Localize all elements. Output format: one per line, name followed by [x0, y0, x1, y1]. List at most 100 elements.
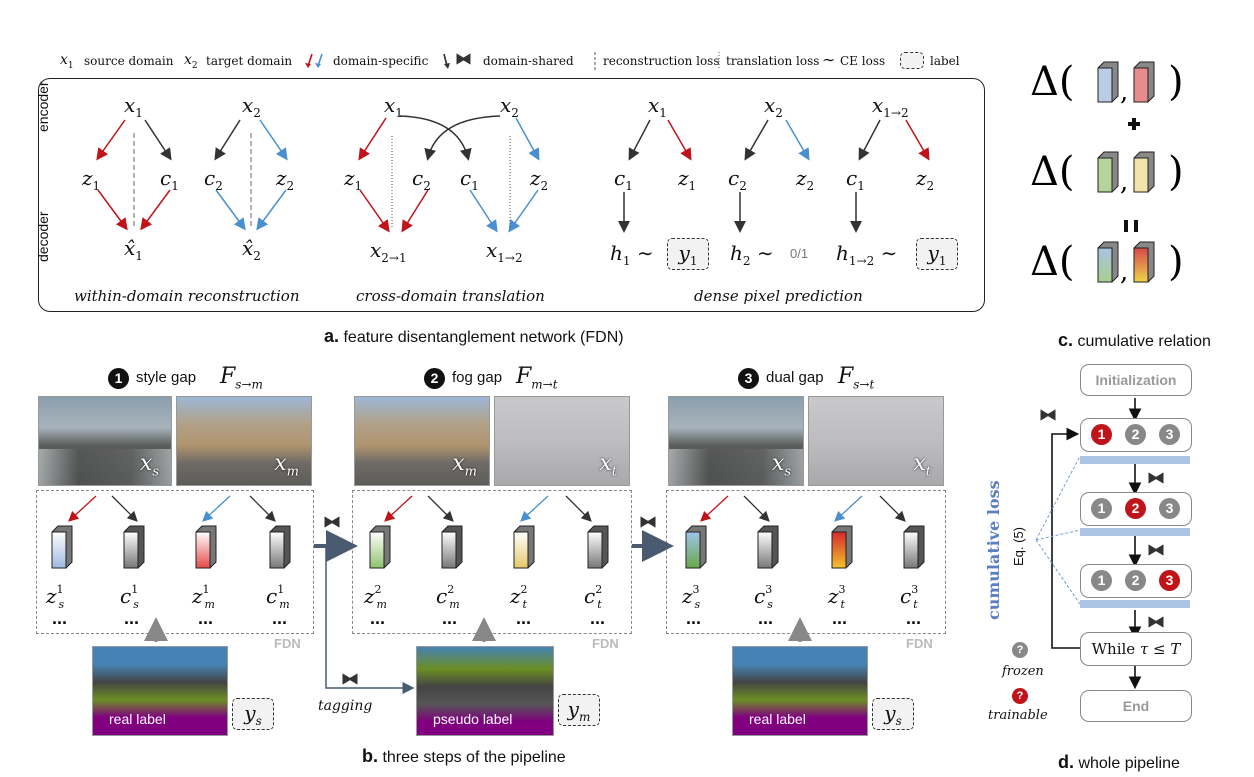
t-x1-node: x1 [384, 93, 403, 120]
dots-7: ... [516, 608, 532, 628]
step-bar-2 [1080, 528, 1190, 536]
prediction-group [618, 119, 930, 233]
p-h2-node: h2 ∼ [730, 241, 774, 268]
a-x2-node: x2 [242, 93, 261, 120]
step-bar-1 [1080, 456, 1190, 464]
cube-zt2 [513, 525, 535, 569]
cumulative-loss-label: cumulative loss [984, 480, 1003, 620]
sym-ct2: c2t [584, 583, 603, 611]
cube-zt3 [831, 525, 853, 569]
step3-title: dual gap [766, 369, 824, 386]
p-c2-node: c2 [728, 166, 747, 193]
caption-c: c. cumulative relation [1058, 330, 1211, 351]
caption-a-text: feature disentanglement network (FDN) [343, 329, 624, 346]
t-z1-node: z1 [344, 166, 363, 193]
eq-text: Eq. (5) [1011, 526, 1026, 566]
svg-text:,: , [1120, 77, 1128, 107]
encoder-label: encoder [35, 81, 51, 132]
p-y1-label: y1 [667, 238, 709, 270]
fdn-label-3: FDN [906, 636, 933, 651]
photo-xm-2-label: xm [452, 450, 477, 479]
while-condition: τ ≤ T [1139, 640, 1181, 658]
photo-xt-2-label: xt [599, 450, 617, 479]
svg-text:): ) [1168, 59, 1184, 105]
eq-label: Eq. (5) [1008, 527, 1027, 566]
p-z2b-node: z2 [916, 166, 935, 193]
dots-6: ... [442, 608, 458, 628]
sym-zs1: z1s [46, 583, 65, 611]
step3-formula: Fs→t [838, 364, 875, 392]
trainable-label: trainable [988, 708, 1048, 723]
svg-text:,: , [1120, 257, 1128, 287]
step-node-2-n2: 2 [1125, 498, 1146, 519]
a-c1-node: c1 [160, 166, 179, 193]
ce-tilde-icon: ∼ [822, 50, 836, 69]
photo-xt-3-label: xt [913, 450, 931, 479]
photo-xs-1: xs [38, 396, 172, 486]
sym-zt2: z2t [510, 583, 528, 611]
step-node-1: 1 2 3 [1080, 418, 1192, 452]
step-node-2-n1: 1 [1091, 498, 1112, 519]
t-x21-node: x2→1 [370, 238, 407, 265]
a-z2-node: z2 [276, 166, 295, 193]
cube-zm2 [369, 525, 391, 569]
t-c1-node: c1 [460, 166, 479, 193]
step2-num-badge: 2 [424, 368, 445, 389]
caption-c-letter: c. [1058, 330, 1074, 350]
trainable-icon: ? [1012, 688, 1028, 704]
binary-label: 0/1 [790, 246, 809, 261]
step-node-1-n2: 2 [1125, 424, 1146, 445]
caption-d-text: whole pipeline [1078, 755, 1180, 772]
ys-label-1: ys [232, 698, 274, 730]
caption-b: b. three steps of the pipeline [362, 746, 566, 767]
fdn-box-1 [36, 490, 314, 634]
legend-target: target domain [206, 54, 293, 68]
photo-xs-3-label: xs [771, 450, 791, 479]
label-img-1: real label [92, 646, 228, 736]
tagging-label: tagging [318, 698, 373, 714]
sym-zm2: z2m [364, 583, 387, 611]
frozen-icon: ? [1012, 642, 1028, 658]
while-text: While [1091, 640, 1136, 658]
sym-cm1: c1m [266, 583, 290, 611]
svg-text:): ) [1168, 239, 1184, 285]
p-h1-node: h1 ∼ [610, 241, 654, 268]
svg-text:,: , [1120, 167, 1128, 197]
label-img-3: real label [732, 646, 868, 736]
p-x1-node: x1 [648, 93, 667, 120]
label-img-3-text: real label [749, 711, 806, 727]
a-c2-node: c2 [204, 166, 223, 193]
sub-recon: within-domain reconstruction [74, 287, 300, 305]
cube-zs3 [685, 525, 707, 569]
sym-zm1: z1m [192, 583, 215, 611]
cube-ct3 [903, 525, 925, 569]
cube-cm2 [441, 525, 463, 569]
legend-label: label [930, 54, 960, 68]
svg-text:): ) [1168, 149, 1184, 195]
fdn-label-1: FDN [274, 636, 301, 651]
step-node-3: 1 2 3 [1080, 564, 1192, 598]
step-node-2: 1 2 3 [1080, 492, 1192, 526]
svg-text:Δ(: Δ( [1030, 239, 1075, 285]
frozen-label: frozen [1002, 664, 1044, 679]
caption-d-letter: d. [1058, 752, 1074, 772]
dots-5: ... [370, 608, 386, 628]
label-img-2-text: pseudo label [433, 711, 513, 727]
step-node-3-n1: 1 [1091, 570, 1112, 591]
panel-b-graphics [51, 495, 925, 694]
t-x12-node: x1→2 [486, 238, 523, 265]
t-x2-node: x2 [500, 93, 519, 120]
label-box-icon [900, 52, 924, 69]
caption-d: d. whole pipeline [1058, 752, 1180, 773]
photo-xs-3: xs [668, 396, 804, 486]
cube-zs1 [51, 525, 73, 569]
step1-formula: Fs→m [220, 364, 263, 392]
step1-num-badge: 1 [108, 368, 129, 389]
legend-source: source domain [84, 54, 174, 68]
photo-xt-2: xt [494, 396, 630, 486]
step-node-3-n3: 3 [1159, 570, 1180, 591]
photo-xm-2: xm [354, 396, 490, 486]
p-x12-node: x1→2 [872, 93, 909, 120]
panel-a-box [38, 78, 985, 312]
end-node: End [1080, 690, 1192, 722]
